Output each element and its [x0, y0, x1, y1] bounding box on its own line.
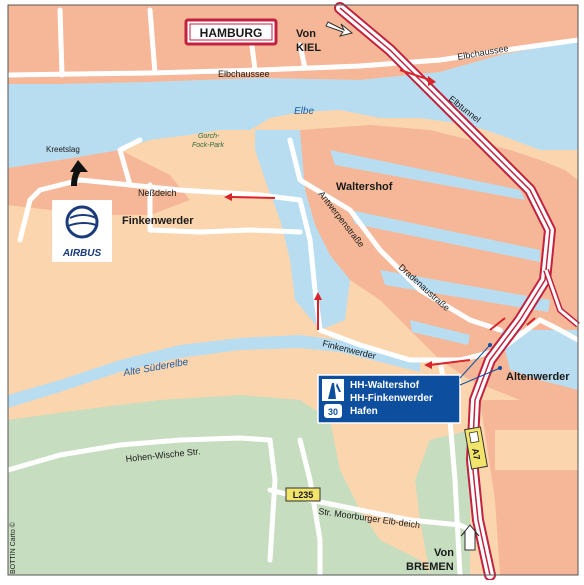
basin-central: [255, 130, 350, 330]
hamburg-sign: HAMBURG: [184, 18, 278, 46]
map-frame: [7, 4, 579, 576]
from-bremen-label-2: BREMEN: [406, 561, 454, 573]
river-elbe: [8, 40, 578, 168]
from-kiel-label-2: KIEL: [296, 42, 321, 54]
exit-line-1: HH-Waltershof: [350, 380, 420, 391]
l235-badge: L235: [285, 487, 321, 502]
arrow-from-kiel-icon: [325, 21, 354, 37]
finkenwerder-label: Finkenwerder: [122, 215, 194, 227]
altenwerder-label: Altenwerder: [506, 371, 570, 383]
basin-2: [350, 210, 540, 262]
exit-number: 30: [328, 407, 338, 417]
basin-3: [380, 270, 550, 312]
direction-arrows: [325, 21, 480, 551]
land-peach-east: [495, 430, 578, 470]
airbus-emblem-icon: [65, 205, 99, 239]
arrow-from-bremen-icon: [460, 524, 480, 551]
route-arrows: [224, 69, 536, 369]
street-elbchaussee-1: Elbchaussee: [218, 69, 270, 79]
park-label-1: Gorch-: [198, 133, 220, 140]
a7-badge: A7: [464, 426, 488, 470]
river-alte-suederelbe: [8, 335, 420, 408]
exit-number-badge: [324, 404, 342, 418]
water-elbe-label: Elbe: [294, 106, 314, 117]
copyright-label: BOTTIN Carto ©: [9, 521, 17, 574]
land-green-south: [8, 395, 430, 575]
exit-sign: 30 HH-Waltershof HH-Finkenwerder Hafen: [317, 343, 502, 424]
basin-1: [330, 150, 525, 200]
park-label-2: Fock-Park: [192, 142, 224, 149]
hamburg-label: HAMBURG: [200, 26, 263, 40]
from-bremen-label-1: Von: [434, 547, 454, 559]
basin-altenwerder: [500, 330, 578, 390]
map-area: [5, 2, 581, 581]
from-kiel-label-1: Von: [296, 28, 316, 40]
exit-line-2: HH-Finkenwerder: [350, 393, 433, 404]
motorway-icon: [468, 431, 480, 444]
exit-line-3: Hafen: [350, 406, 378, 417]
kreetslag-label: Kreetslag: [46, 145, 80, 154]
basin-4: [410, 320, 470, 345]
airbus-logo: AIRBUS: [52, 160, 112, 262]
waltershof-label: Waltershof: [336, 181, 393, 193]
street-nessdeich: Neßdeich: [138, 188, 177, 198]
airbus-wordmark: AIRBUS: [62, 248, 102, 259]
l235-label: L235: [293, 490, 314, 500]
a7-label: A7: [470, 448, 482, 461]
